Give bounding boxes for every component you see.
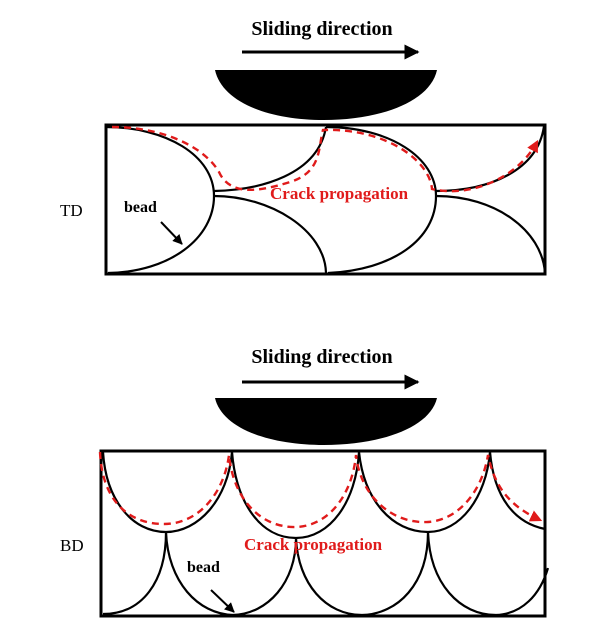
td-bead-label: bead <box>124 199 157 216</box>
bd-bead-boundary <box>426 531 550 617</box>
bd-sliding-direction-title: Sliding direction <box>251 346 392 368</box>
bd-bead-boundary <box>230 451 361 540</box>
td-bead-boundary <box>435 125 546 193</box>
bd-panel: Sliding direction BD bead Crack propagat… <box>60 346 550 618</box>
bd-bead-boundary <box>101 451 234 534</box>
bd-bead-pointer-arrow <box>210 589 235 613</box>
td-bead-boundary <box>435 194 547 274</box>
bd-bead-boundary <box>294 531 430 617</box>
bd-crack-propagation-label: Crack propagation <box>244 535 383 554</box>
td-crack-propagation-label: Crack propagation <box>270 184 409 203</box>
bd-slider-counterbody <box>215 398 437 445</box>
bd-bead-boundary <box>164 531 298 617</box>
bd-specimen-frame <box>99 449 547 618</box>
td-slider-counterbody <box>215 70 437 120</box>
bd-crack-path <box>98 451 543 529</box>
bd-orientation-label: BD <box>60 536 84 555</box>
bd-bead-label: bead <box>187 559 220 576</box>
td-bead-boundary <box>213 194 328 274</box>
td-bead-boundary <box>213 126 328 193</box>
td-bead-pointer-arrow <box>160 221 183 245</box>
td-specimen-frame <box>104 123 547 276</box>
td-panel: Sliding direction TD bead Crack propagat… <box>60 18 547 276</box>
td-crack-path <box>111 125 539 193</box>
bd-bead-boundary <box>102 531 168 616</box>
td-sliding-direction-title: Sliding direction <box>251 18 392 40</box>
td-orientation-label: TD <box>60 201 83 220</box>
bd-bead-boundary <box>357 451 492 534</box>
